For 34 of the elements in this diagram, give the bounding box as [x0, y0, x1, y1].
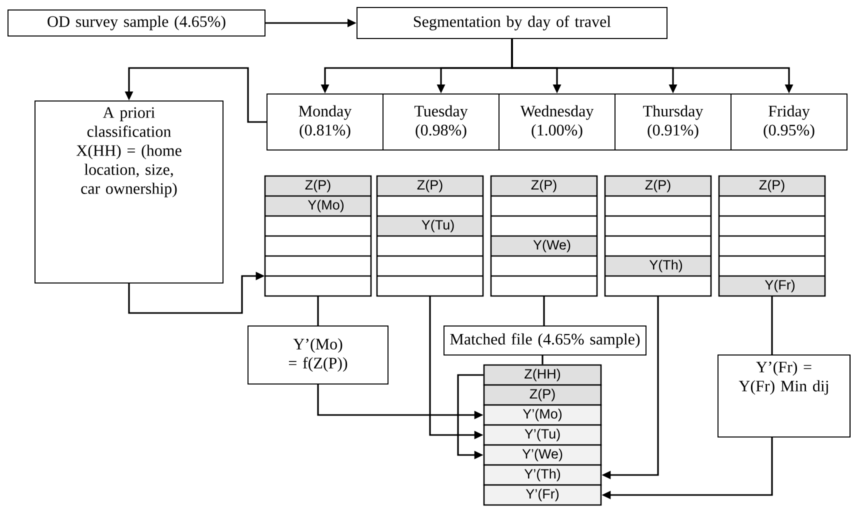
data-table: Z(P) Y(Fr)	[718, 175, 826, 297]
table-row: Y’(Tu)	[483, 424, 602, 446]
process-box	[248, 326, 388, 384]
process-box	[444, 326, 646, 356]
data-table: Z(P) Y(We)	[490, 175, 598, 297]
data-table: Z(P) Y(Mo)	[264, 175, 372, 297]
process-box	[356, 7, 668, 39]
table-row: Z(P)	[483, 384, 602, 406]
box-text: A priori classification X(HH) = (home location, size, car ownership)	[76, 107, 182, 198]
day-box	[498, 94, 616, 150]
day-box	[614, 94, 732, 150]
process-box	[34, 100, 224, 284]
table-row: Y’(We)	[483, 444, 602, 466]
table-row: Y’(Th)	[483, 464, 602, 486]
box-text: Segmentation by day of travel	[414, 16, 611, 30]
table-row: Y’(Fr)	[483, 484, 602, 506]
table-row: Y’(Mo)	[483, 404, 602, 426]
day-box	[382, 94, 500, 150]
box-text: Y’(Mo) = f(Z(P))	[288, 338, 348, 372]
box-text: Tuesday (0.98%)	[414, 105, 468, 139]
box-text: Wednesday (1.00%)	[520, 105, 594, 139]
box-text: Y’(Fr) = Y(Fr) Min dij	[738, 361, 828, 395]
box-text: Matched file (4.65% sample)	[450, 333, 640, 348]
box-text: OD survey sample (4.65%)	[48, 16, 226, 30]
box-text: Monday (0.81%)	[298, 105, 352, 139]
data-table: Z(P) Y(Th)	[604, 175, 712, 297]
day-box	[730, 94, 848, 150]
table-row: Z(HH)	[483, 364, 602, 386]
process-box	[718, 354, 850, 438]
day-box	[266, 94, 384, 150]
process-box	[8, 10, 266, 36]
box-text: Friday (0.95%)	[764, 105, 814, 139]
data-table: Z(P) Y(Tu)	[376, 175, 484, 297]
box-text: Thursday (0.91%)	[643, 105, 704, 139]
